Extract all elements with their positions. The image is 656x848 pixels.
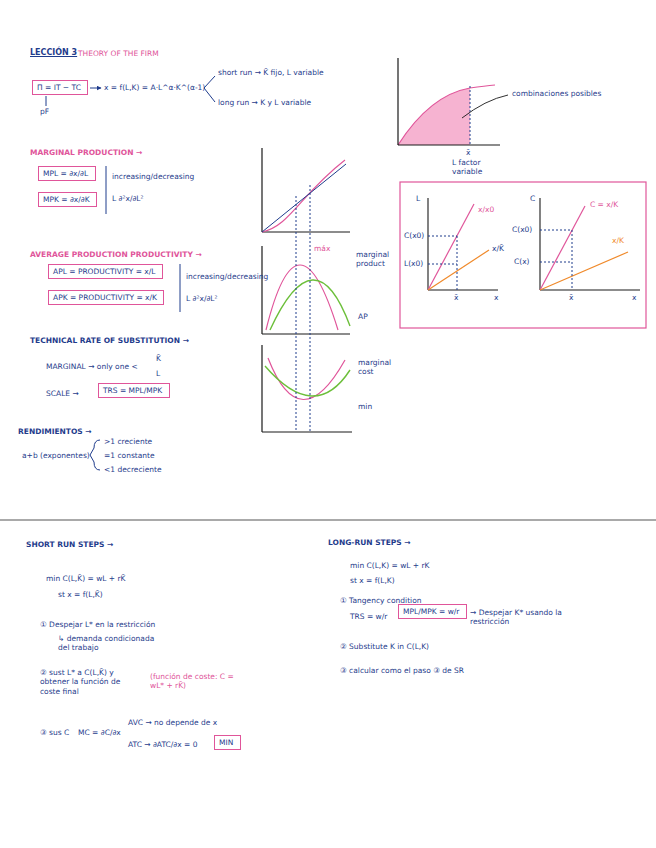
note: =1 constante	[104, 451, 155, 460]
note: ATC → ∂ATC/∂x = 0	[128, 740, 197, 749]
formula-box: APL = PRODUCTIVITY = x/L	[48, 264, 163, 279]
box-text: APL = PRODUCTIVITY = x/L	[53, 267, 158, 276]
axis-label: C(x)	[514, 257, 530, 266]
branch	[204, 76, 215, 88]
axis-label: x̄	[454, 293, 458, 302]
section-heading: AVERAGE PRODUCTION PRODUCTIVITY →	[30, 250, 202, 259]
graph-label: máx	[314, 244, 330, 253]
page-title: LECCIÓN 3	[30, 48, 77, 57]
graph-label: marginal cost	[358, 358, 398, 377]
section-heading: RENDIMIENTOS →	[18, 427, 92, 436]
note: st x = f(L,K)	[350, 576, 395, 585]
note: L ∂²x/∂L²	[112, 194, 143, 203]
section-heading: SHORT RUN STEPS →	[26, 540, 113, 549]
graph-label: marginal product	[356, 250, 402, 269]
note: <1 decreciente	[104, 465, 162, 474]
graph-label: x/x0	[478, 205, 494, 214]
note: increasing/decreasing	[112, 172, 194, 181]
graph-label: x/K	[612, 236, 624, 245]
tick	[46, 96, 47, 106]
divider	[0, 520, 656, 521]
result-box: MIN	[214, 735, 241, 750]
step: ③ sus C	[40, 728, 69, 737]
bracket	[180, 264, 181, 312]
arrow	[90, 88, 101, 89]
formula-box: MPL/MPK = w/r	[398, 604, 467, 619]
step: ② sust L* a C(L,K̄) y obtener la función…	[40, 668, 140, 696]
note: short run → K̄ fijo, L variable	[218, 68, 324, 77]
box-text: TRS = MPL/MPK	[103, 386, 165, 395]
box-text: APK = PRODUCTIVITY = x/K	[53, 293, 159, 302]
note: ↳ demanda condicionada del trabajo	[58, 634, 158, 653]
note: MC = ∂C/∂x	[78, 728, 121, 737]
axis-label: x	[632, 293, 636, 302]
axis-label: C(x0)	[404, 231, 424, 240]
bracket	[106, 166, 107, 214]
note: AVC → no depende de x	[128, 718, 217, 727]
graph-label: x/K̄	[492, 244, 504, 253]
note: K̄	[156, 354, 161, 363]
formula-box: MPK = ∂x/∂K	[38, 192, 97, 207]
note: → Despejar K* usando la restricción	[470, 608, 590, 627]
brace	[90, 440, 100, 470]
note: SCALE →	[46, 389, 79, 398]
note: long run → K y L variable	[218, 98, 311, 107]
note: min C(L,K̄) = wL + rK̄	[46, 574, 126, 583]
step: ② Substitute K in C(L,K)	[340, 642, 429, 651]
box-text: MIN	[219, 738, 236, 747]
note: L	[156, 369, 160, 378]
axis-label: x̄	[569, 293, 573, 302]
axis-label: x	[494, 293, 498, 302]
curve-graphs	[262, 148, 352, 432]
section-heading: TECHNICAL RATE OF SUBSTITUTION →	[30, 336, 189, 345]
section-heading: LONG-RUN STEPS →	[328, 538, 411, 547]
formula-box: Π = IT − TC	[32, 80, 88, 95]
note: pF	[40, 107, 49, 116]
axis-label: x̄	[466, 148, 470, 157]
subtitle: THEORY OF THE FIRM	[78, 49, 159, 58]
box-text: MPL/MPK = w/r	[403, 607, 462, 616]
graph-label: min	[358, 402, 372, 411]
note: a+b (exponentes)	[22, 451, 90, 460]
graph-label: C = x/K	[590, 200, 618, 209]
axis-label: L(x0)	[404, 259, 423, 268]
formula-box: MPL = ∂x/∂L	[38, 166, 96, 181]
graph-label: AP	[358, 312, 368, 321]
cost-panel	[400, 182, 646, 328]
axis-label: C(x0)	[512, 225, 532, 234]
formula: x = f(L,K) = A·L^α·K^(α-1)	[104, 83, 205, 92]
box-text: Π = IT − TC	[37, 83, 83, 92]
section-heading: MARGINAL PRODUCTION →	[30, 148, 142, 157]
note: st x = f(L,K̄)	[58, 590, 103, 599]
note: >1 creciente	[104, 437, 152, 446]
note: MARGINAL → only one <	[46, 362, 138, 371]
note: (función de coste: C = wL* + rK̄)	[150, 672, 234, 691]
axis-label: L	[416, 194, 420, 203]
axis-label: L factor variable	[452, 158, 502, 177]
axis-label: C	[530, 194, 535, 203]
note: min C(L,K) = wL + rK	[350, 561, 430, 570]
production-graph	[398, 58, 508, 145]
box-text: MPK = ∂x/∂K	[43, 195, 92, 204]
step: ③ calcular como el paso ③ de SR	[340, 666, 464, 675]
note: increasing/decreasing	[186, 272, 268, 281]
formula-box: TRS = MPL/MPK	[98, 383, 170, 398]
step: ① Despejar L* en la restricción	[40, 620, 155, 629]
branch	[204, 88, 215, 102]
graph-label: combinaciones posibles	[512, 89, 601, 98]
note: TRS = w/r	[350, 612, 387, 621]
formula-box: APK = PRODUCTIVITY = x/K	[48, 290, 164, 305]
note: L ∂²x/∂L²	[186, 294, 217, 303]
box-text: MPL = ∂x/∂L	[43, 169, 91, 178]
